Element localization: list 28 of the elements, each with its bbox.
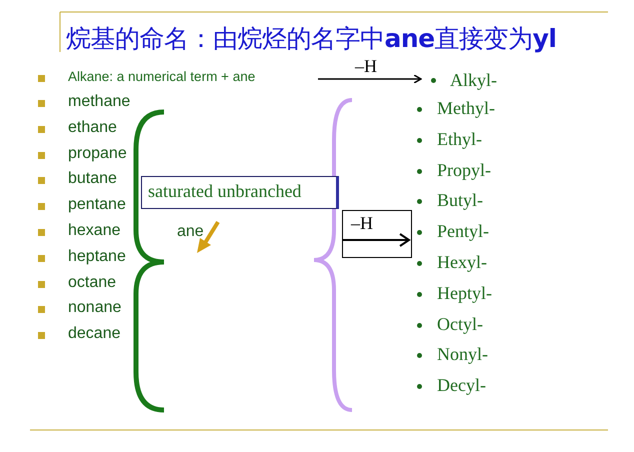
list-item: hexane [68,222,120,240]
list-item: octane [68,274,116,292]
text-box: saturated unbranched [141,176,339,209]
list-item: heptane [68,248,126,266]
text-box: –H [342,210,412,258]
arrow [318,74,422,84]
list-item: pentane [68,196,126,214]
list-item: Ethyl- [437,128,482,150]
list-item: Octyl- [437,314,483,335]
list-item: Heptyl- [437,282,492,304]
list-item: propane [68,144,127,163]
node-text: Alkane: a numerical term + ane [68,69,288,89]
list-item: Decyl- [437,375,486,396]
list-item: Butyl- [437,190,484,212]
list-item: butane [68,170,117,188]
edge-label: –H [355,57,377,75]
list-item: ethane [68,118,117,137]
list-item: nonane [68,299,122,318]
list-item: Propyl- [437,160,491,181]
list-item: Methyl- [437,98,495,119]
list-item: Hexyl- [437,252,487,273]
list-item: Nonyl- [437,344,488,366]
node-text: ane [177,223,207,243]
node-text: Alkyl- [450,70,510,92]
title: 烷基的命名：由烷烃的名字中ane直接变为yl [66,23,556,55]
list-item: decane [68,325,120,344]
list-item: methane [68,93,130,111]
list-item: Pentyl- [437,221,489,242]
